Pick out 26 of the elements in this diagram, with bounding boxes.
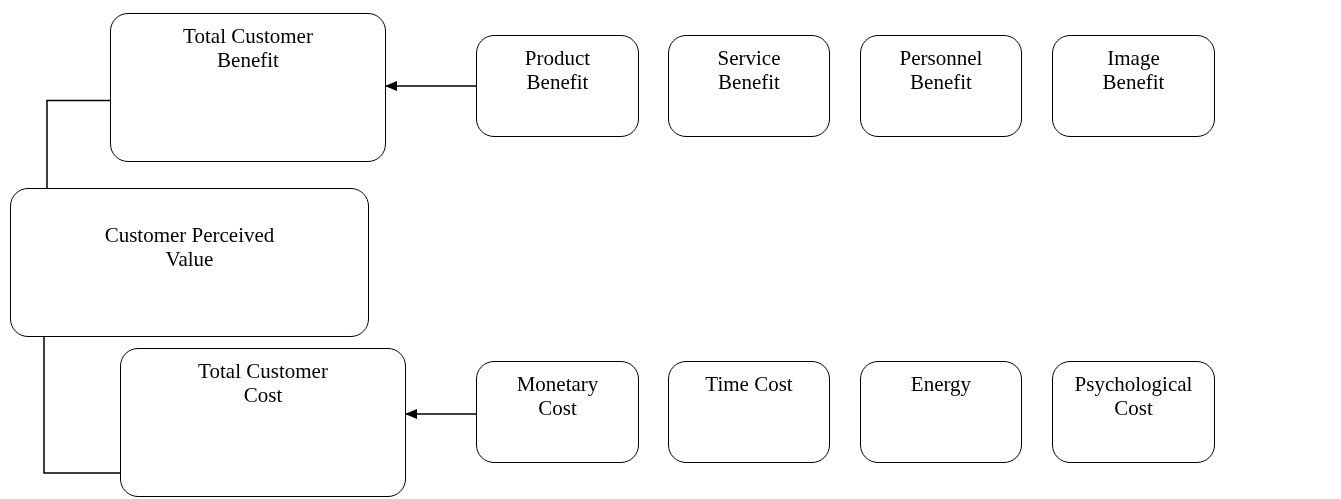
rounded-box (120, 348, 406, 497)
box-label: Service Benefit (716, 46, 782, 94)
arrow (405, 409, 477, 419)
arrow (385, 81, 477, 91)
box-label: Monetary Cost (515, 372, 600, 420)
rounded-box (668, 361, 830, 463)
rounded-box (110, 13, 386, 162)
box-label: Image Benefit (1101, 46, 1166, 94)
rounded-box (476, 361, 639, 463)
box-label: Total Customer Benefit (182, 24, 314, 72)
rounded-box (860, 35, 1022, 137)
rounded-box (476, 35, 639, 137)
box-label: Psychological Cost (1073, 372, 1194, 420)
box-label: Product Benefit (523, 46, 592, 94)
box-label: Total Customer Cost (197, 359, 329, 407)
connector-line (46, 99, 111, 189)
rounded-box (10, 188, 369, 337)
rounded-box (860, 361, 1022, 463)
rounded-box (1052, 35, 1215, 137)
connector-line (43, 336, 121, 474)
rounded-box (1052, 361, 1215, 463)
rounded-box (668, 35, 830, 137)
box-label: Personnel Benefit (898, 46, 984, 94)
box-label: Time Cost (705, 372, 793, 396)
box-label: Customer Perceived Value (103, 223, 276, 271)
box-label: Energy (910, 372, 972, 396)
